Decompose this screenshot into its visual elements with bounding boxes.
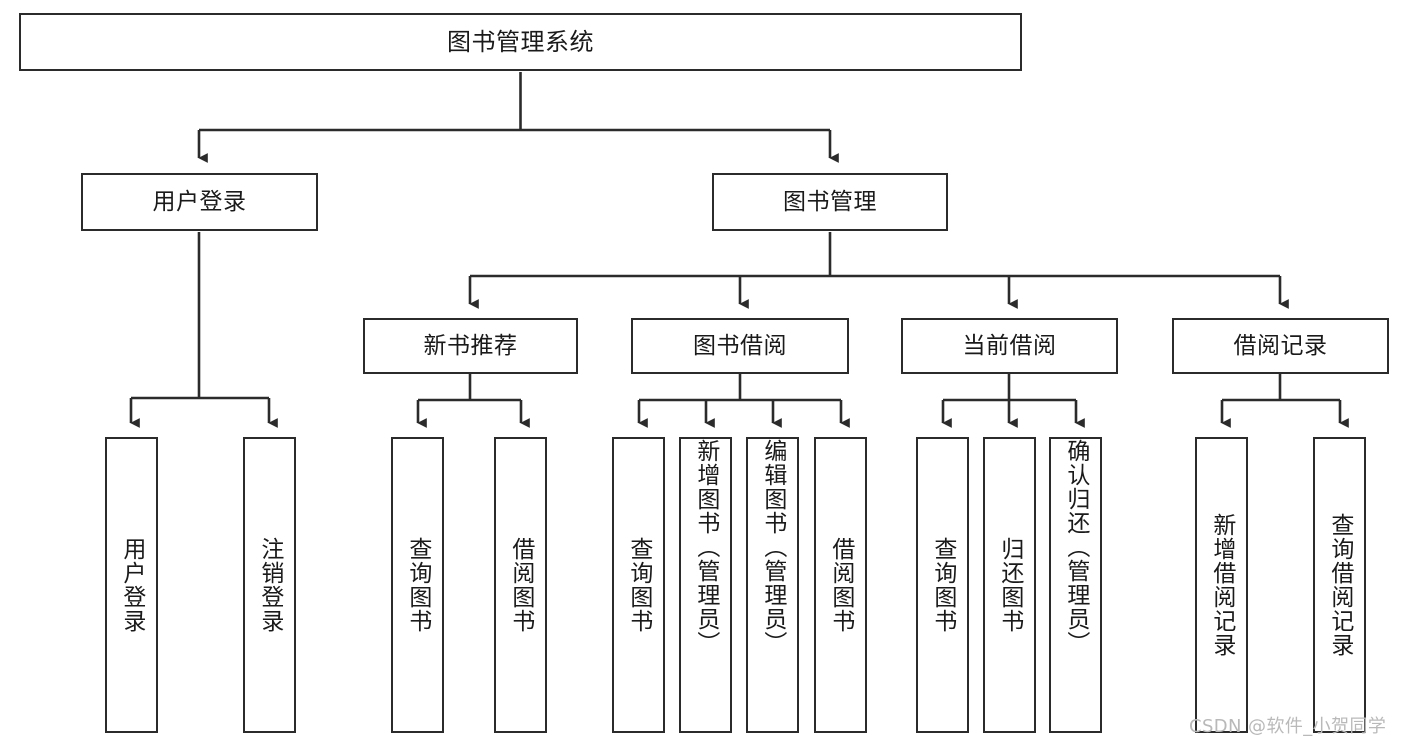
node-label: 新增图书（管理员） bbox=[692, 439, 719, 655]
leaf-current-borrow-query[interactable]: 查询图书 bbox=[916, 437, 969, 733]
node-label: 新书推荐 bbox=[423, 332, 518, 359]
node-label: 归还图书 bbox=[996, 537, 1023, 633]
leaf-current-borrow-confirm[interactable]: 确认归还（管理员） bbox=[1049, 437, 1102, 733]
node-label: 图书管理系统 bbox=[447, 27, 594, 56]
node-label: 用户登录 bbox=[118, 537, 145, 633]
node-label: 查询图书 bbox=[625, 537, 652, 633]
csdn-watermark: CSDN @软件_小贺同学 bbox=[1189, 716, 1387, 737]
node-label: 当前借阅 bbox=[962, 332, 1057, 359]
node-label: 查询图书 bbox=[929, 537, 956, 633]
leaf-user-login-login[interactable]: 用户登录 bbox=[105, 437, 158, 733]
node-label: 确认归还（管理员） bbox=[1062, 439, 1089, 655]
leaf-borrow-record-add[interactable]: 新增借阅记录 bbox=[1195, 437, 1248, 733]
node-book-management[interactable]: 图书管理 bbox=[712, 173, 948, 231]
node-label: 新增借阅记录 bbox=[1208, 513, 1235, 657]
leaf-book-borrow-borrow[interactable]: 借阅图书 bbox=[814, 437, 867, 733]
node-label: 查询借阅记录 bbox=[1326, 513, 1353, 657]
node-label: 查询图书 bbox=[404, 537, 431, 633]
node-book-borrow[interactable]: 图书借阅 bbox=[631, 318, 849, 374]
node-label: 借阅图书 bbox=[827, 537, 854, 633]
node-label: 编辑图书（管理员） bbox=[759, 439, 786, 655]
node-user-login[interactable]: 用户登录 bbox=[81, 173, 318, 231]
leaf-book-borrow-edit[interactable]: 编辑图书（管理员） bbox=[746, 437, 799, 733]
node-current-borrow[interactable]: 当前借阅 bbox=[901, 318, 1118, 374]
leaf-current-borrow-return[interactable]: 归还图书 bbox=[983, 437, 1036, 733]
leaf-new-book-query[interactable]: 查询图书 bbox=[391, 437, 444, 733]
leaf-book-borrow-query[interactable]: 查询图书 bbox=[612, 437, 665, 733]
node-borrow-record[interactable]: 借阅记录 bbox=[1172, 318, 1389, 374]
node-root-system[interactable]: 图书管理系统 bbox=[19, 13, 1022, 71]
node-new-book-recommend[interactable]: 新书推荐 bbox=[363, 318, 578, 374]
node-label: 借阅记录 bbox=[1233, 332, 1328, 359]
node-label: 图书借阅 bbox=[693, 332, 787, 359]
leaf-user-login-logout[interactable]: 注销登录 bbox=[243, 437, 296, 733]
leaf-new-book-borrow[interactable]: 借阅图书 bbox=[494, 437, 547, 733]
leaf-borrow-record-query[interactable]: 查询借阅记录 bbox=[1313, 437, 1366, 733]
node-label: 借阅图书 bbox=[507, 537, 534, 633]
node-label: 用户登录 bbox=[152, 188, 247, 215]
leaf-book-borrow-add[interactable]: 新增图书（管理员） bbox=[679, 437, 732, 733]
node-label: 图书管理 bbox=[783, 188, 877, 215]
node-label: 注销登录 bbox=[256, 537, 283, 633]
